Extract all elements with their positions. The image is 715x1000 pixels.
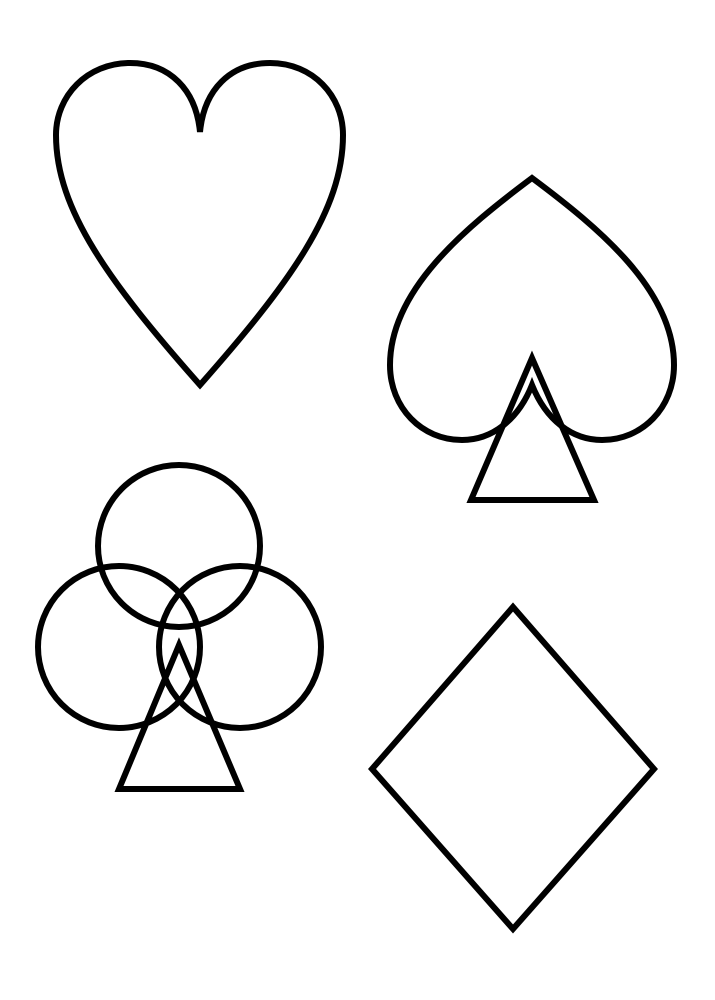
- spade-suit-icon: [386, 174, 678, 503]
- club-stem-triangle: [114, 637, 245, 792]
- diamond-suit-icon: [368, 602, 658, 934]
- diamond-outline: [368, 602, 658, 934]
- spade-body-outline: [386, 174, 678, 444]
- club-suit-icon: [35, 462, 324, 792]
- club-left-circle: [35, 563, 203, 731]
- spade-stem-triangle: [466, 350, 599, 503]
- club-right-circle: [156, 563, 324, 731]
- club-top-circle: [95, 462, 263, 630]
- heart-outline: [52, 59, 347, 390]
- heart-suit-icon: [52, 59, 347, 390]
